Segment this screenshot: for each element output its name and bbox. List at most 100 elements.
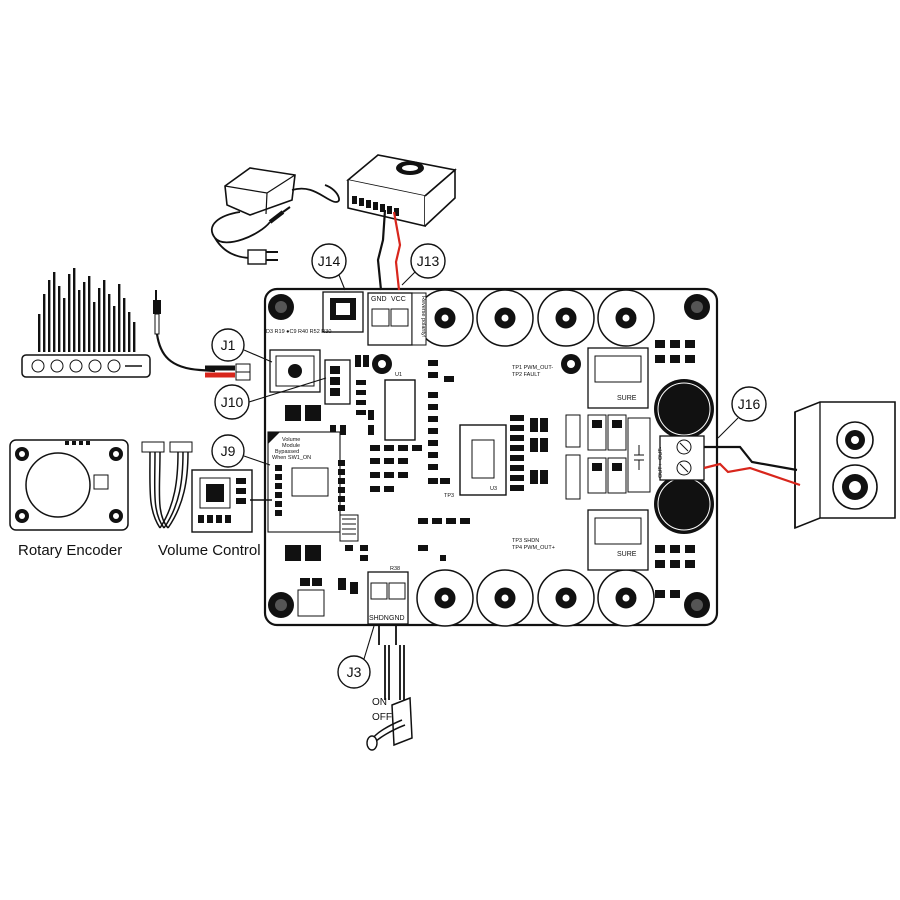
top-capacitors	[416, 289, 655, 347]
spectrum-bar	[133, 322, 136, 352]
spectrum-bar	[83, 282, 86, 352]
volume-module-label-1: Volume	[282, 437, 300, 443]
speaker-wire-negative	[704, 445, 798, 472]
spectrum-bar	[128, 312, 131, 352]
spectrum-bar	[123, 298, 126, 352]
player-buttons	[31, 359, 121, 373]
mounting-hole-top-left	[268, 294, 294, 320]
volume-control-caption: Volume Control	[158, 542, 261, 559]
spectrum-bar	[63, 298, 66, 352]
spectrum-bars	[38, 268, 136, 352]
volume-module-area: Volume Module Bypassed When SW1_ON	[267, 431, 345, 533]
ref-label: D3 R19 ●C9 R40 R52 R30	[266, 329, 331, 335]
tp1-label: TP1 PWM_OUT-	[512, 365, 553, 371]
callout-j3: J3	[337, 625, 375, 689]
power-terminal-block: GND VCC Reverse polarity!	[367, 292, 427, 346]
amplifier-board: GND VCC Reverse polarity! D3 R19 ●C9 R40…	[263, 287, 719, 627]
power-adapter	[210, 167, 340, 265]
spectrum-bar	[98, 288, 101, 352]
spectrum-bar	[53, 272, 56, 352]
volume-module-label-3: Bypassed	[275, 449, 299, 455]
reverse-polarity-warning: Reverse polarity!	[420, 296, 426, 338]
spectrum-bar	[73, 268, 76, 352]
rotary-encoder-caption: Rotary Encoder	[18, 542, 122, 559]
spectrum-bar	[43, 294, 46, 352]
header-j10	[324, 359, 351, 405]
out-plus-label: OUT+	[658, 463, 664, 478]
callout-j3-label: J3	[347, 664, 362, 680]
sure-label-bottom: SURE	[617, 551, 637, 558]
tp2-label: TP2 FAULT	[512, 372, 541, 378]
switch-off-label: OFF	[372, 712, 392, 723]
tp3-shdn-label: TP3 SHDN	[512, 538, 539, 544]
spectrum-bar	[103, 280, 106, 352]
tp4-label: TP4 PWM_OUT+	[512, 545, 555, 551]
output-capacitors	[654, 379, 714, 534]
mounting-hole-bottom-right	[684, 592, 710, 618]
sure-label-top: SURE	[617, 395, 637, 402]
gnd-bottom-label: GND	[389, 615, 405, 622]
chip-u1: U1	[384, 372, 416, 441]
callout-j16-label: J16	[738, 396, 761, 412]
right-column-parts	[655, 340, 695, 598]
u3-label: U3	[490, 486, 497, 492]
callout-j10-label: J10	[221, 394, 244, 410]
spectrum-bar	[113, 306, 116, 352]
output-terminal-block: OUT- OUT+	[658, 435, 705, 481]
rca-input-jack	[269, 349, 321, 393]
bottom-left-header	[297, 589, 325, 617]
r38-label: R38	[390, 566, 400, 572]
spectrum-bar	[118, 284, 121, 352]
spectrum-bar	[93, 302, 96, 352]
bottom-capacitors	[416, 569, 655, 627]
volume-control-module	[191, 469, 272, 533]
switch-on-label: ON	[372, 697, 387, 708]
rotary-encoder-module	[9, 439, 129, 531]
spectrum-bar	[38, 314, 41, 352]
mounting-hole-bottom-left	[268, 592, 294, 618]
spectrum-bar	[88, 276, 91, 352]
callout-j1: J1	[211, 328, 273, 363]
spectrum-bar	[58, 286, 61, 352]
spectrum-bar	[48, 280, 51, 352]
u1-label: U1	[395, 372, 402, 378]
callout-j16: J16	[717, 386, 767, 439]
shutdown-terminal-block: SHDN GND R38	[367, 566, 409, 625]
audio-cable	[153, 290, 251, 381]
chip-u3: U3 TP3	[444, 424, 507, 499]
output-filter-top: SURE	[561, 347, 649, 409]
callout-j9-label: J9	[221, 443, 236, 459]
volume-module-label-4: When SW1_ON	[272, 455, 311, 461]
barrel-jack-j14	[322, 291, 364, 333]
ribbon-cable	[141, 441, 193, 529]
power-supply-unit	[346, 154, 457, 291]
vcc-label: GND	[371, 296, 387, 303]
gnd-label: VCC	[391, 296, 406, 303]
speaker-wire-positive	[703, 462, 801, 487]
callout-j13: J13	[401, 243, 446, 286]
shutdown-wires	[378, 624, 397, 645]
mounting-hole-top-right	[684, 294, 710, 320]
callout-j9: J9	[211, 434, 271, 468]
callout-j1-label: J1	[221, 337, 236, 353]
inductor-l4	[339, 514, 359, 542]
output-filter-bottom: SURE	[587, 509, 649, 571]
volume-module-label-2: Module	[282, 443, 300, 449]
callout-j10: J10	[214, 377, 327, 420]
audio-player	[21, 268, 151, 378]
toggle-switch	[366, 645, 413, 751]
shdn-label: SHDN	[369, 615, 389, 622]
callout-j13-label: J13	[417, 253, 440, 269]
callout-j14-label: J14	[318, 253, 341, 269]
output-inductors	[565, 414, 651, 500]
trim-potentiometer	[372, 354, 392, 374]
callout-j14: J14	[311, 243, 347, 291]
out-minus-label: OUT-	[658, 447, 664, 460]
spectrum-bar	[78, 290, 81, 352]
speaker-cabinet	[794, 401, 896, 530]
spectrum-bar	[68, 274, 71, 352]
spectrum-bar	[108, 294, 111, 352]
tp3-label: TP3	[444, 493, 454, 499]
